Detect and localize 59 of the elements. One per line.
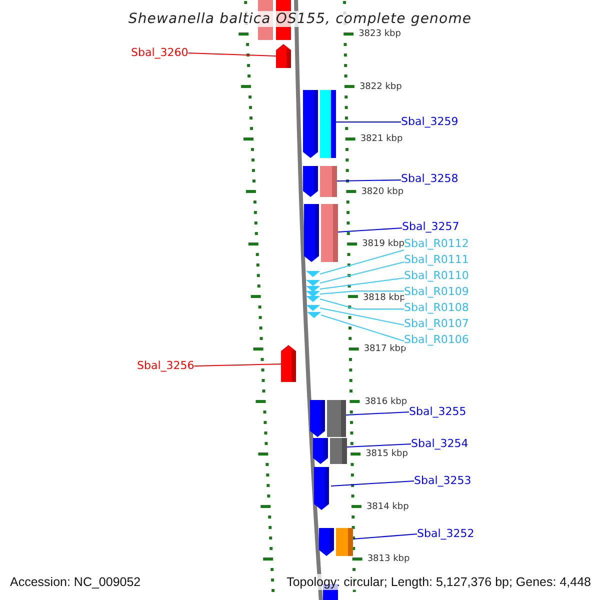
leader-line [346, 444, 412, 448]
scale-label: 3821 kbp [360, 134, 403, 144]
leader-line [330, 480, 414, 486]
gene-feature [313, 438, 347, 464]
scale-label: 3820 kbp [361, 186, 404, 196]
rna-gene-marker [306, 271, 320, 277]
rna-gene-marker [306, 296, 320, 302]
gene-feature [310, 400, 346, 437]
scale-label: 3822 kbp [359, 82, 402, 92]
gene-label: Sbal_3256 [137, 359, 194, 373]
leader-line [352, 534, 418, 540]
rna-gene-marker [306, 291, 320, 297]
leader-line [320, 278, 404, 290]
gene-label: Sbal_3252 [417, 527, 474, 541]
leader-line [320, 290, 404, 294]
gene-label: Sbal_3253 [414, 474, 472, 488]
leader-line [320, 314, 404, 342]
gene-label: Sbal_3258 [401, 172, 458, 186]
leader-line [336, 180, 402, 182]
scale-label: 3817 kbp [364, 344, 406, 354]
leader-line [194, 364, 282, 366]
gene-label: Sbal_3257 [402, 220, 460, 234]
gene-feature [314, 467, 331, 510]
gene-feature [319, 528, 353, 556]
gene-feature [304, 204, 338, 262]
scale-label: 3823 kbp [358, 29, 401, 39]
gene-feature [303, 166, 337, 197]
gene-feature [303, 90, 336, 158]
gene-label: Sbal_3255 [409, 405, 466, 419]
gene-label: Sbal_R0110 [404, 269, 469, 283]
leader-line [320, 298, 404, 310]
rna-gene-marker [306, 305, 320, 311]
rna-gene-marker [306, 280, 320, 286]
scale-label: 3814 kbp [366, 502, 409, 512]
gene-label: Sbal_3254 [411, 437, 468, 451]
scale-label: 3815 kbp [366, 449, 408, 459]
leader-line [338, 228, 402, 232]
rna-gene-marker [306, 286, 320, 292]
scale-label: 3813 kbp [367, 554, 410, 564]
leader-line [320, 262, 404, 284]
accession-text: Accession: NC_009052 [10, 574, 141, 590]
scale-label: 3819 kbp [362, 239, 404, 249]
gene-label: Sbal_3260 [131, 46, 188, 60]
leader-line [188, 52, 276, 56]
gene-label: Sbal_R0107 [404, 317, 469, 331]
gene-label: Sbal_R0112 [404, 237, 469, 251]
gene-label: Sbal_R0109 [404, 285, 469, 299]
gene-feature [276, 44, 291, 68]
topology-text: Topology: circular; Length: 5,127,376 bp; Genes: 4,448 [286, 574, 591, 590]
leader-line [346, 412, 410, 416]
gene-feature [281, 345, 297, 382]
leader-line [320, 250, 404, 274]
gene-label: Sbal_R0108 [404, 301, 469, 315]
gene-label: Sbal_R0106 [404, 333, 469, 347]
gene-label: Sbal_R0111 [404, 253, 469, 267]
leader-line [320, 308, 404, 326]
gene-label: Sbal_3259 [401, 115, 458, 129]
scale-label: 3816 kbp [364, 396, 408, 406]
rna-gene-marker [307, 312, 321, 318]
